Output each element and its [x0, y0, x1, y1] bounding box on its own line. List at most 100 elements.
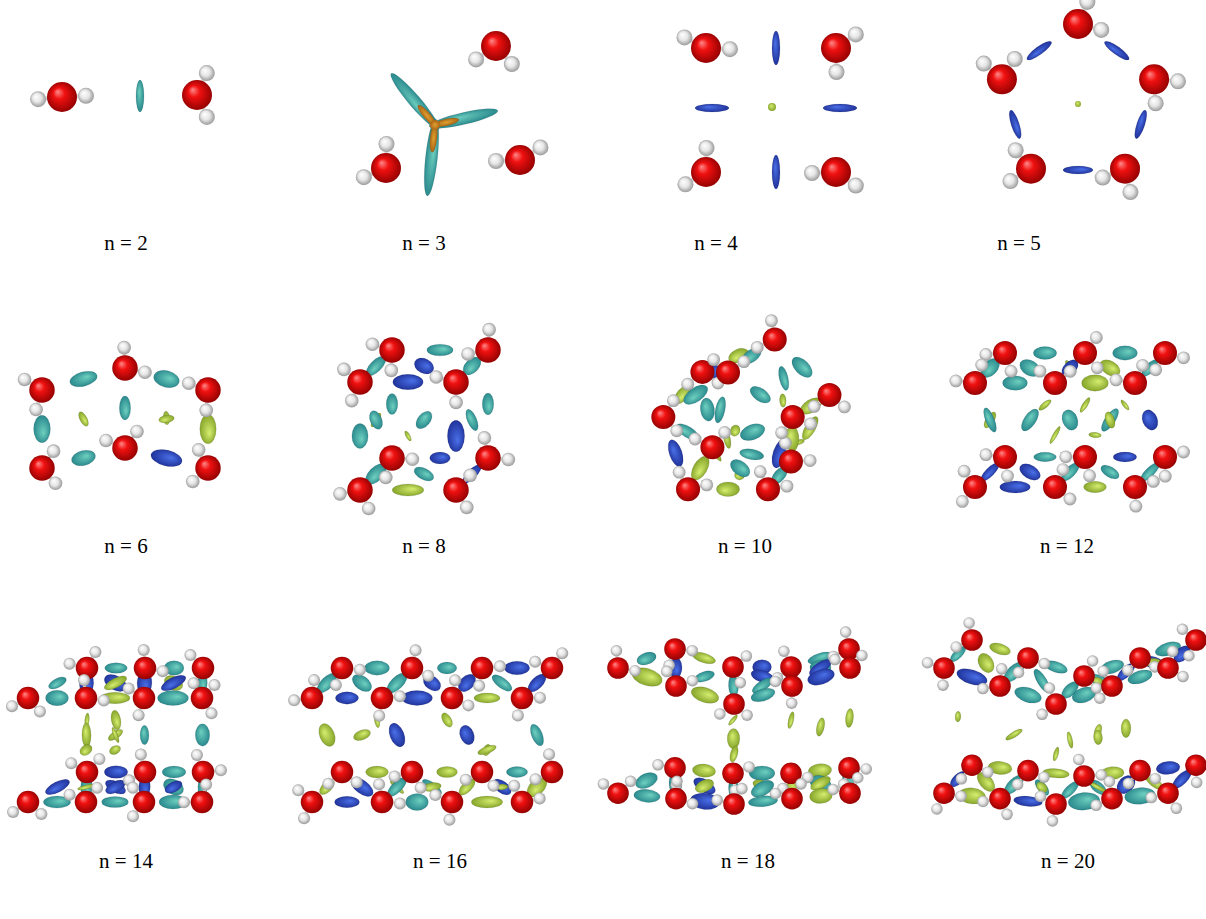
hydrogen-atom: [461, 347, 475, 361]
water-molecule: [1043, 463, 1076, 505]
water-molecule: [770, 778, 807, 809]
nci-isosurface: [1099, 462, 1122, 481]
nci-isosurface: [367, 409, 385, 432]
hydrogen-atom: [977, 683, 989, 695]
hydrogen-atom: [356, 169, 372, 185]
nci-isosurface: [162, 766, 186, 778]
nci-isosurface: [1098, 406, 1121, 434]
hydrogen-atom: [78, 674, 90, 686]
oxygen-atom: [379, 445, 405, 471]
hydrogen-atom: [1090, 800, 1102, 812]
hydrogen-atom: [1047, 815, 1059, 827]
hydrogen-atom: [950, 375, 963, 388]
hydrogen-atom: [298, 812, 310, 824]
oxygen-atom: [839, 782, 861, 804]
hydrogen-atom: [504, 56, 520, 72]
water-molecule: [775, 405, 817, 439]
oxygen-atom: [607, 782, 629, 804]
hydrogen-atom: [852, 772, 864, 784]
hydrogen-atom: [482, 323, 496, 337]
oxygen-atom: [607, 657, 629, 679]
water-molecule: [779, 437, 817, 474]
hydrogen-atom: [199, 65, 215, 81]
oxygen-atom: [821, 157, 851, 187]
hydrogen-atom: [681, 378, 694, 391]
water-molecule: [441, 674, 475, 711]
hydrogen-atom: [384, 364, 398, 378]
hydrogen-atom: [543, 748, 555, 760]
oxygen-atom: [780, 656, 802, 678]
oxygen-atom: [1110, 154, 1140, 184]
hydrogen-atom: [157, 665, 169, 677]
hydrogen-atom: [1129, 500, 1142, 513]
nci-isosurface: [1025, 39, 1054, 63]
hydrogen-atom: [460, 501, 474, 515]
hydrogen-atom: [64, 789, 76, 801]
hydrogen-atom: [138, 644, 150, 656]
water-molecule: [651, 394, 683, 437]
oxygen-atom: [1101, 788, 1123, 810]
hydrogen-atom: [1171, 803, 1183, 815]
hydrogen-atom: [795, 778, 807, 790]
oxygen-atom: [471, 761, 494, 784]
hydrogen-atom: [1013, 667, 1025, 679]
cluster-size-label: n = 4: [694, 231, 737, 255]
nci-isosurface: [1052, 746, 1060, 761]
hydrogen-atom: [18, 373, 32, 387]
nci-isosurface: [110, 726, 120, 743]
water-molecule: [977, 663, 1011, 697]
hydrogen-atom: [808, 400, 821, 413]
oxygen-atom: [29, 377, 55, 403]
nci-isosurface: [200, 414, 216, 444]
hydrogen-atom: [982, 766, 994, 778]
oxygen-atom: [1073, 445, 1097, 469]
oxygen-atom: [471, 657, 494, 680]
nci-isosurface: [447, 420, 464, 452]
nci-isosurface: [1034, 452, 1057, 462]
hydrogen-atom: [698, 140, 714, 156]
nci-isosurface: [665, 438, 686, 469]
hydrogen-atom: [65, 757, 77, 769]
hydrogen-atom: [950, 641, 962, 653]
hydrogen-atom: [330, 679, 342, 691]
hydrogen-atom: [410, 644, 422, 656]
oxygen-atom: [192, 657, 215, 680]
water-molecule: [30, 82, 94, 112]
oxygen-atom: [75, 791, 98, 814]
oxygen-atom: [716, 360, 740, 384]
hydrogen-atom: [34, 705, 46, 717]
oxygen-atom: [29, 455, 55, 481]
hydrogen-atom: [1183, 650, 1195, 662]
oxygen-atom: [195, 377, 221, 403]
water-molecule: [508, 780, 545, 813]
hydrogen-atom: [686, 645, 698, 657]
water-molecule: [1094, 665, 1123, 704]
hydrogen-atom: [765, 314, 778, 327]
cluster-size-label: n = 18: [721, 849, 775, 873]
oxygen-atom: [1063, 9, 1093, 39]
hydrogen-atom: [200, 778, 212, 790]
oxygen-atom: [781, 675, 803, 697]
water-molecule: [64, 782, 104, 813]
hydrogen-atom: [977, 796, 989, 808]
water-molecule: [7, 791, 47, 820]
nci-isosurface: [110, 709, 123, 730]
hydrogen-atom: [1064, 365, 1077, 378]
hydrogen-atom: [7, 806, 19, 818]
water-molecule: [64, 646, 102, 679]
nci-isosurface: [437, 662, 457, 674]
oxygen-atom: [182, 80, 212, 110]
water-molecule: [379, 445, 419, 484]
nci-isosurface: [386, 393, 398, 414]
hydrogen-atom: [711, 794, 723, 806]
hydrogen-atom: [351, 776, 363, 788]
oxygen-atom: [1017, 760, 1039, 782]
oxygen-atom: [781, 405, 805, 429]
hydrogen-atom: [838, 401, 851, 414]
hydrogen-atom: [687, 675, 699, 687]
water-molecule: [1073, 331, 1104, 374]
oxygen-atom: [1123, 475, 1147, 499]
hydrogen-atom: [673, 466, 686, 479]
hydrogen-atom: [186, 475, 200, 489]
hydrogen-atom: [192, 443, 206, 457]
